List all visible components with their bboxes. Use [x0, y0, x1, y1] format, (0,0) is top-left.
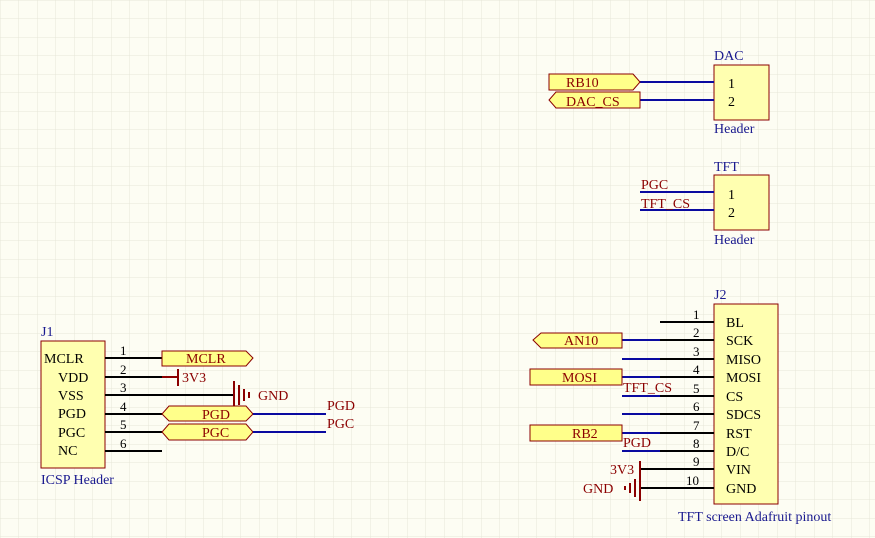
j2-body: [713, 303, 779, 505]
j1-pin-name-1: MCLR: [44, 352, 84, 367]
j1-pin-name-6: NC: [58, 444, 77, 459]
tft-pin-number-2: 2: [728, 206, 735, 221]
j2-pin-number-7: 7: [693, 418, 700, 433]
j2-pin-name-1: BL: [726, 316, 744, 331]
port-an10-label: AN10: [564, 334, 598, 349]
j2-pin-number-9: 9: [693, 454, 700, 469]
j2-pin-number-3: 3: [693, 344, 700, 359]
j1-3v3-label: 3V3: [182, 371, 206, 386]
j2-net-pgd: PGD: [623, 436, 651, 451]
j1-net-pgc: PGC: [327, 417, 354, 432]
j1-pin-number-5: 5: [120, 417, 127, 432]
port-pgc[interactable]: [161, 423, 254, 441]
j2-pin-name-4: MOSI: [726, 371, 761, 386]
port-pgd[interactable]: [161, 405, 254, 422]
port-rb10[interactable]: [548, 73, 641, 91]
j1-pin-name-5: PGC: [58, 426, 85, 441]
j2-pin-number-4: 4: [693, 362, 700, 377]
j1-pin-number-2: 2: [120, 362, 127, 377]
j2-pin-name-8: D/C: [726, 445, 749, 460]
j2-description: TFT screen Adafruit pinout: [678, 510, 831, 525]
dac-pin-number-1: 1: [728, 77, 735, 92]
j1-body: [40, 340, 106, 469]
j1-pin-name-3: VSS: [58, 389, 84, 404]
j2-pin-name-2: SCK: [726, 334, 753, 349]
j1-net-pgd: PGD: [327, 399, 355, 414]
j2-pin-name-10: GND: [726, 482, 756, 497]
dac-pin-number-2: 2: [728, 95, 735, 110]
tft-description: Header: [714, 233, 755, 248]
j2-tft-screen[interactable]: J2 TFT screen Adafruit pinout BL SCK MIS…: [529, 288, 831, 525]
j1-designator: J1: [41, 325, 53, 340]
tft-pin-number-1: 1: [728, 188, 735, 203]
j2-pin-number-10: 10: [686, 473, 699, 488]
j2-pin-name-5: CS: [726, 390, 743, 405]
port-rb10-label: RB10: [566, 76, 599, 91]
port-dac-cs-label: DAC_CS: [566, 95, 620, 110]
tft-body: [713, 174, 770, 231]
dac-header[interactable]: DAC 1 2 Header RB10 DAC_CS: [548, 49, 770, 137]
j1-gnd-label: GND: [258, 389, 288, 404]
dac-designator: DAC: [714, 49, 744, 64]
j1-pin-number-4: 4: [120, 399, 127, 414]
dac-description: Header: [714, 122, 755, 137]
j2-pin-number-2: 2: [693, 325, 700, 340]
j2-pin-number-6: 6: [693, 399, 700, 414]
dac-body: [713, 64, 770, 121]
tft-header[interactable]: TFT 1 2 Header PGC TFT_CS: [640, 160, 770, 248]
j1-icsp-header[interactable]: J1 ICSP Header MCLR VDD VSS PGD PGC NC 1…: [40, 325, 355, 488]
port-rb2[interactable]: [529, 424, 623, 442]
j2-gnd-label: GND: [583, 482, 613, 497]
j1-pin-number-1: 1: [120, 343, 127, 358]
j2-3v3-label: 3V3: [610, 463, 634, 478]
j1-pin-name-4: PGD: [58, 407, 86, 422]
j2-pin-name-6: SDCS: [726, 408, 761, 423]
j2-pin-number-5: 5: [693, 381, 700, 396]
tft-designator: TFT: [714, 160, 739, 175]
port-mclr-label: MCLR: [186, 352, 226, 367]
port-dac-cs[interactable]: [548, 91, 641, 109]
port-mclr[interactable]: [161, 350, 254, 367]
j1-description: ICSP Header: [41, 473, 114, 488]
port-pgd-label: PGD: [202, 408, 230, 423]
j2-pin-name-9: VIN: [726, 463, 751, 478]
j1-pin-number-6: 6: [120, 436, 127, 451]
j2-pin-name-3: MISO: [726, 353, 761, 368]
j1-pin-name-2: VDD: [58, 371, 88, 386]
j2-designator: J2: [714, 288, 726, 303]
j1-pin-number-3: 3: [120, 380, 127, 395]
port-rb2-label: RB2: [572, 427, 598, 442]
j2-net-tft-cs: TFT_CS: [623, 381, 672, 396]
port-an10[interactable]: [532, 332, 623, 349]
tft-net-tft-cs: TFT_CS: [641, 197, 690, 212]
port-mosi-label: MOSI: [562, 371, 597, 386]
tft-net-pgc: PGC: [641, 178, 668, 193]
j2-pin-number-1: 1: [693, 307, 700, 322]
port-mosi[interactable]: [529, 368, 623, 386]
j2-pin-number-8: 8: [693, 436, 700, 451]
port-pgc-label: PGC: [202, 426, 229, 441]
j2-pin-name-7: RST: [726, 427, 752, 442]
